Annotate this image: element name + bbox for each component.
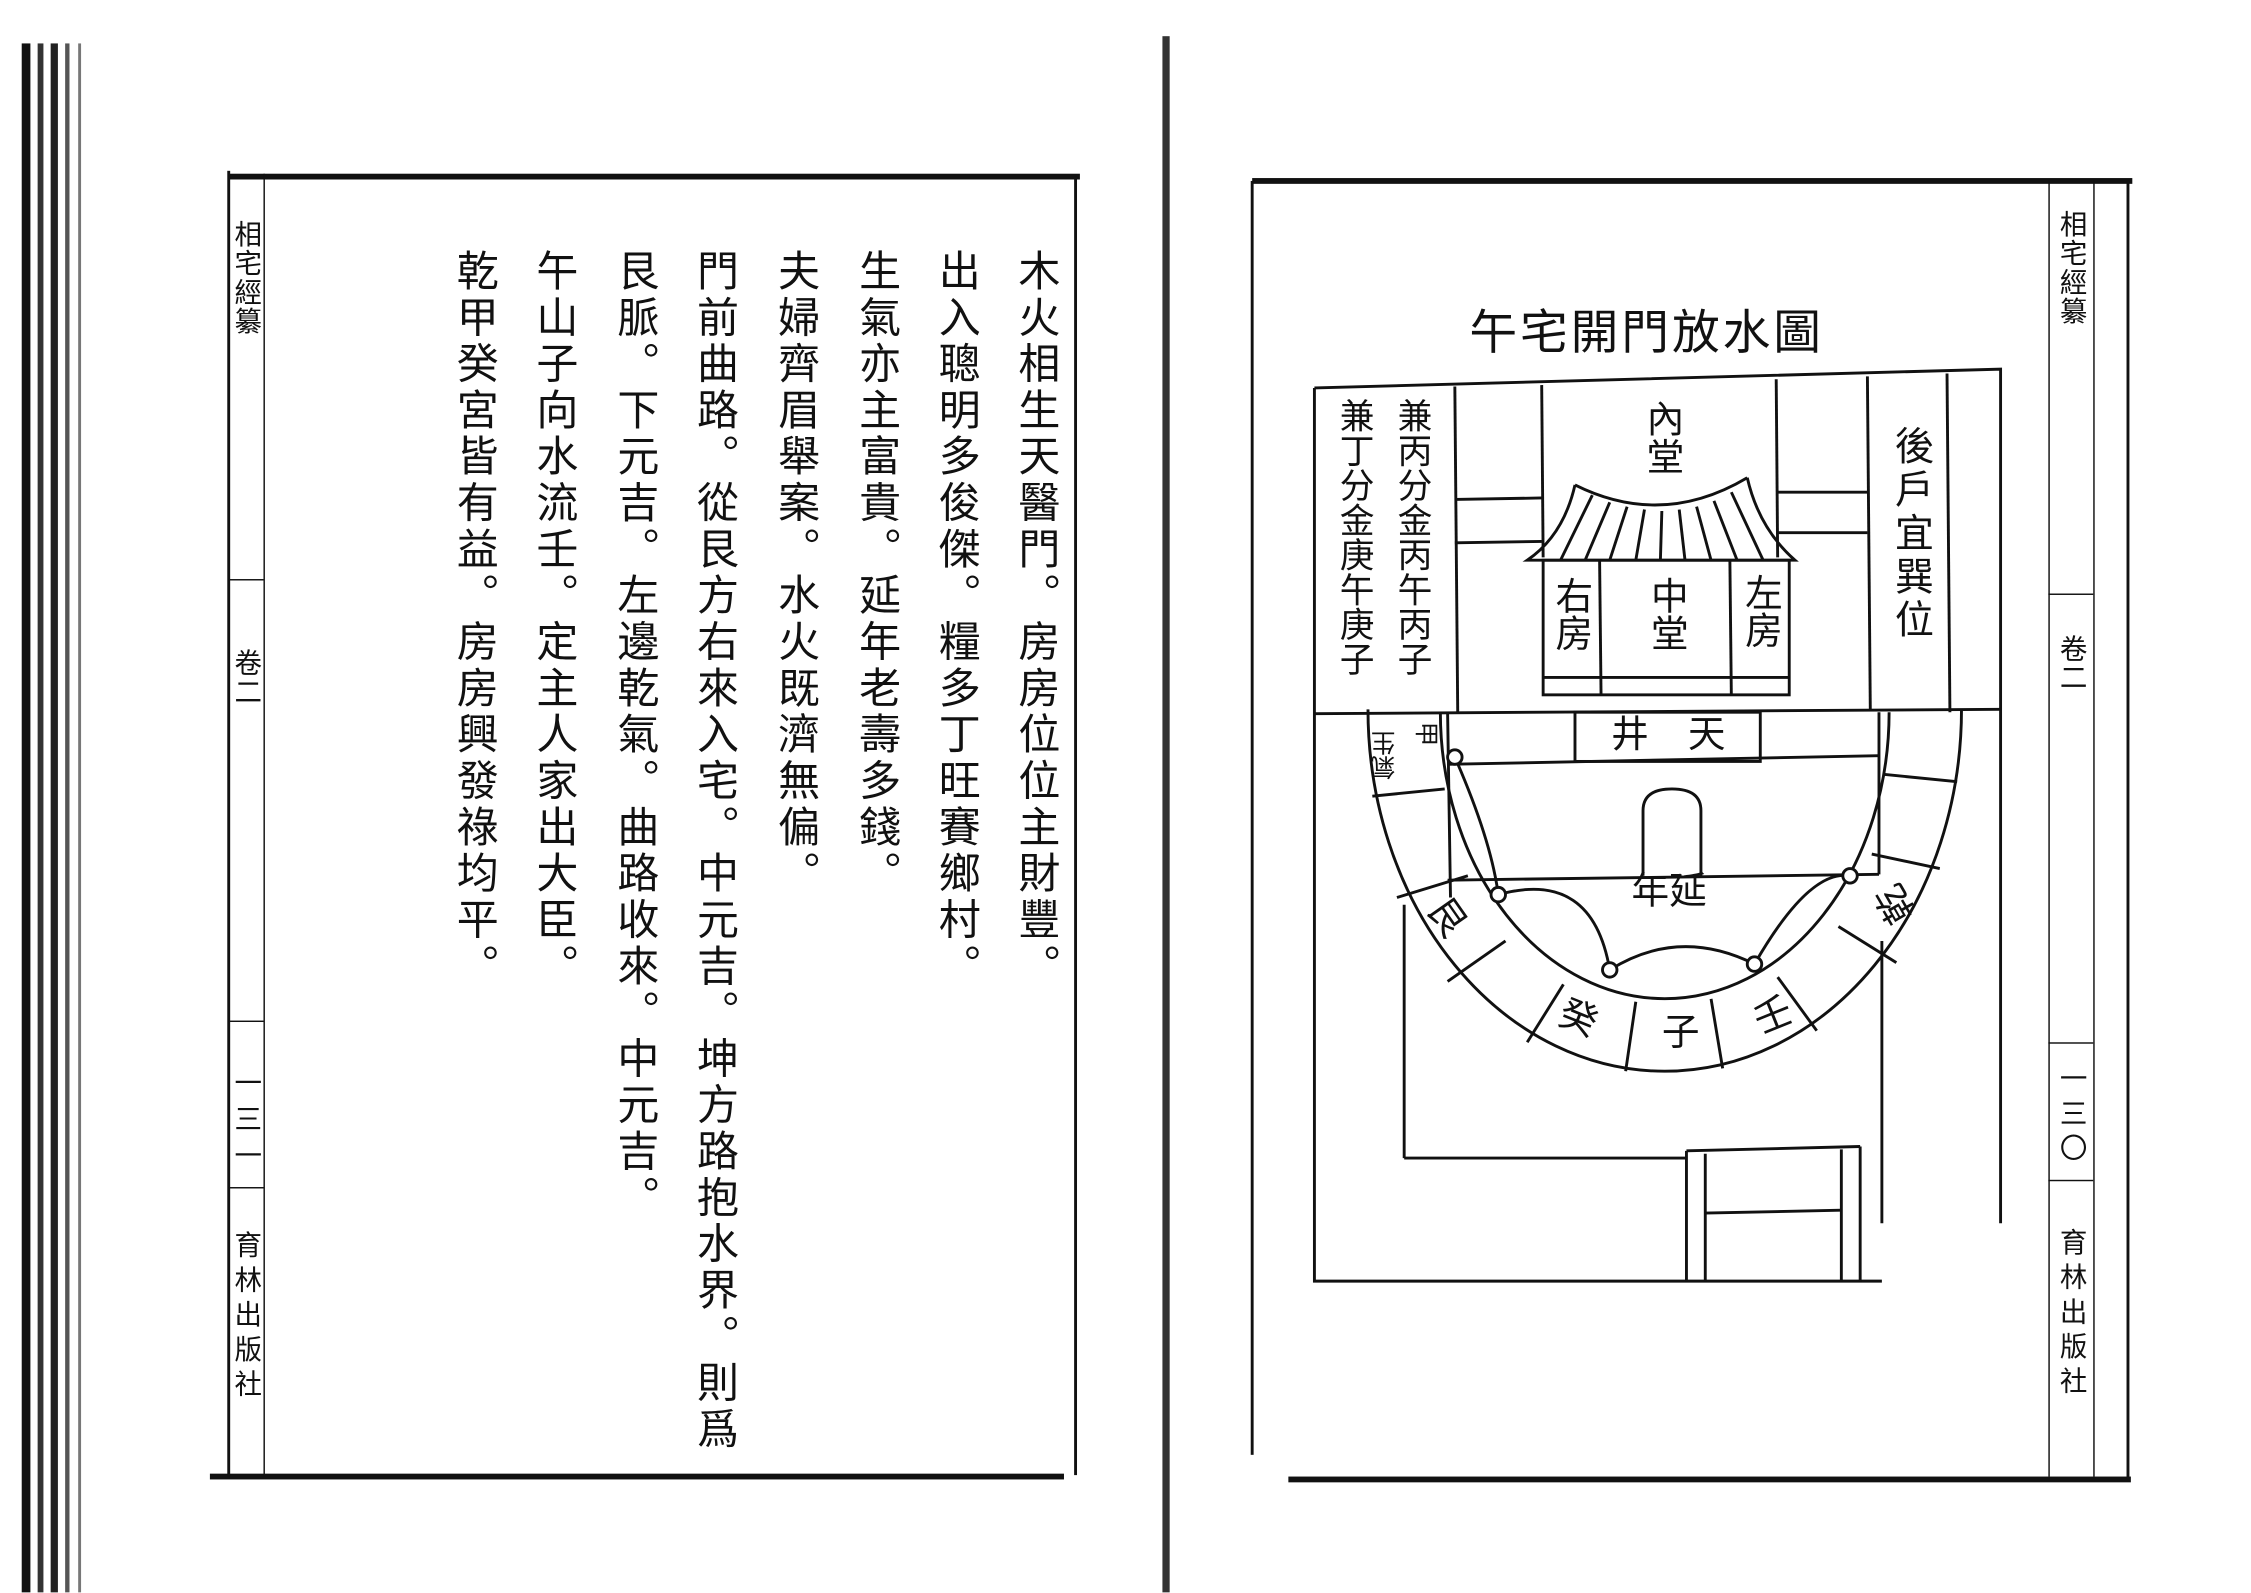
- water-flow-path: [1446, 748, 1859, 979]
- compass-ring-outer: [1366, 709, 1963, 1073]
- top-rule: [1252, 178, 2133, 184]
- outer-frame: [1314, 367, 2003, 1224]
- outer-frame: [1312, 387, 1882, 1283]
- left-room-label: 左房: [1738, 573, 1782, 649]
- margin-divider: [263, 173, 265, 1477]
- text-column: 艮脈。下元吉。左邊乾氣。曲路收來。中元吉。: [610, 248, 661, 1222]
- text-column: 門前曲路。從艮方右來入宅。中元吉。坤方路抱水界。則爲: [690, 248, 740, 1454]
- book-title: 相宅經纂: [230, 220, 263, 336]
- wall-line: [1454, 496, 1542, 501]
- wall-line: [1945, 373, 1952, 713]
- back-door-label: 後戶宜巽位: [1887, 425, 1933, 643]
- binding-edge: [21, 43, 31, 1593]
- courtyard-label: 天: [1687, 713, 1726, 758]
- left-note: 兼丙分金丙午丙子: [1391, 398, 1432, 677]
- binding-edge: [78, 43, 82, 1593]
- top-rule: [228, 173, 1080, 180]
- wall-line: [1540, 385, 1545, 558]
- text-column: 出入聰明多俊傑。糧多丁旺賽鄉村。: [932, 248, 982, 991]
- main-building: [1541, 558, 1791, 697]
- right-border: [2126, 180, 2130, 1480]
- jia-label: 甲: [1410, 721, 1440, 747]
- wall-line: [1774, 379, 1780, 558]
- wall-line: [1453, 386, 1460, 714]
- text-column: 木火相生天醫門。房房位位主財豐。: [1011, 248, 1062, 991]
- courtyard-box: [1573, 710, 1762, 763]
- courtyard-label: 井: [1611, 713, 1649, 758]
- sheng-qi-label: 氣生: [1372, 731, 1402, 781]
- inner-hall-label: 內堂: [1640, 399, 1684, 475]
- text-column: 生氣亦主富貴。延年老壽多錢。: [852, 248, 902, 898]
- right-room-label: 右房: [1548, 576, 1593, 652]
- doorway-arch: [1641, 787, 1703, 876]
- text-column: 午山子向水流壬。定主人家出大臣。: [529, 248, 580, 991]
- binding-edge: [50, 43, 58, 1593]
- text-column: 夫婦齊眉舉案。水火既濟無偏。: [771, 248, 821, 898]
- compass-ring-inner: [1438, 712, 1891, 1001]
- page-number: 一三〇: [2055, 1063, 2088, 1169]
- margin-rule: [2048, 1042, 2094, 1044]
- margin-rule: [228, 1020, 264, 1023]
- publisher: 育林出版社: [230, 1230, 263, 1405]
- wall-line: [1865, 376, 1872, 710]
- volume-label: 卷二: [230, 648, 263, 707]
- roof-icon: [1522, 476, 1799, 562]
- right-border: [1074, 176, 1078, 1476]
- middle-hall-label: 中堂: [1644, 576, 1688, 652]
- zi-label: 子: [1661, 1011, 1700, 1056]
- book-title: 相宅經纂: [2055, 209, 2088, 326]
- margin-divider: [2093, 180, 2095, 1477]
- volume-label: 卷二: [2055, 634, 2088, 692]
- spine-gutter: [1162, 36, 1170, 1593]
- left-border: [1250, 180, 1254, 1455]
- left-note: 兼丁分金庚午庚子: [1333, 398, 1374, 677]
- diagram-title: 午宅開門放水圖: [1469, 303, 1824, 361]
- margin-divider: [2048, 180, 2050, 1477]
- left-border: [227, 170, 231, 1477]
- page-number: 一三一: [230, 1068, 263, 1177]
- binding-edge: [37, 43, 44, 1593]
- bottom-rule: [209, 1473, 1064, 1480]
- margin-rule: [228, 579, 264, 581]
- bottom-rule: [1288, 1476, 2131, 1483]
- binding-edge: [65, 43, 70, 1593]
- text-column: 乾甲癸宮皆有益。房房興發祿均平。: [450, 248, 500, 991]
- margin-rule: [2048, 593, 2094, 595]
- yan-nian-label: 年延: [1631, 870, 1707, 914]
- publisher: 育林出版社: [2055, 1227, 2088, 1402]
- margin-rule: [228, 1187, 264, 1189]
- margin-rule: [2048, 1179, 2094, 1182]
- wall-line: [1454, 539, 1542, 545]
